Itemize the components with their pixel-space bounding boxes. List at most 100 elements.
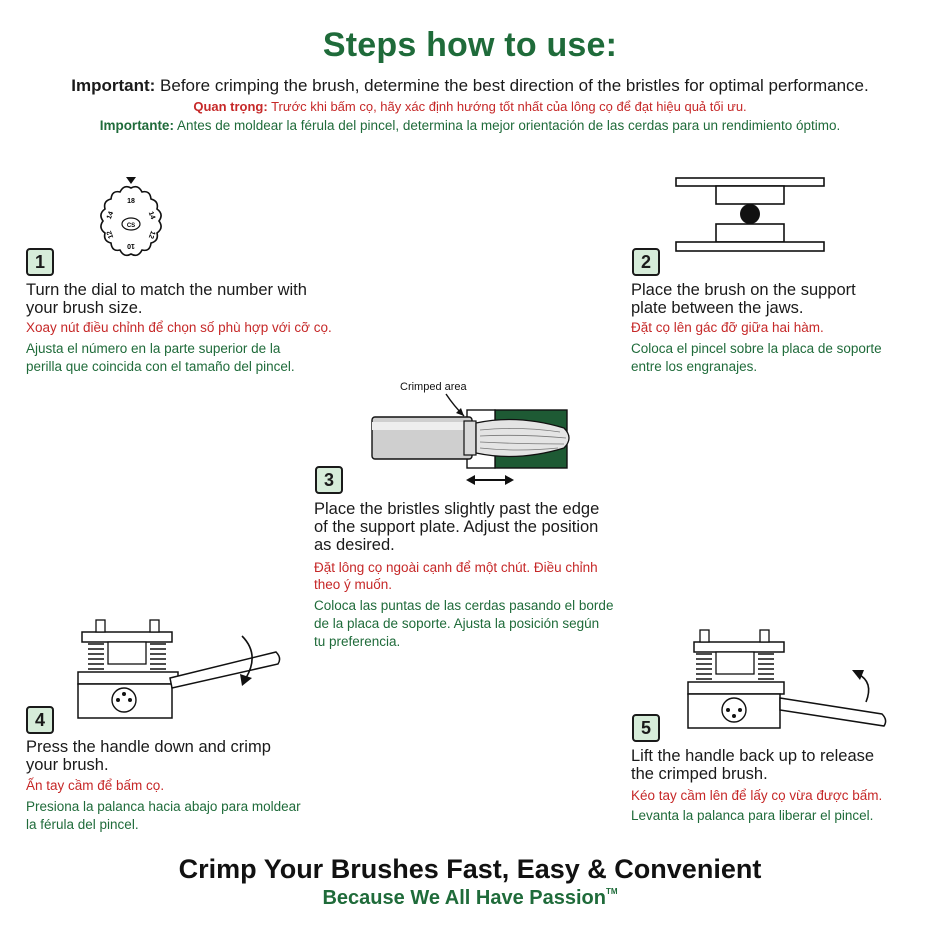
lower-jaw-block [715, 223, 785, 243]
pivot-plate-icon [721, 697, 747, 723]
step-4-es-line1: Presiona la palanca hacia abajo para mol… [26, 799, 301, 814]
ferrule-highlight [372, 422, 472, 430]
pivot-plate-icon [111, 687, 137, 713]
step-5-en-line2: the crimped brush. [631, 765, 768, 783]
important-text-vi: Trước khi bấm cọ, hãy xác định hướng tốt… [267, 99, 747, 114]
step-1-es-line1: Ajusta el número en la parte superior de… [26, 341, 281, 356]
crimper-base-plate [77, 671, 179, 685]
dial-logo-text: CS [127, 223, 135, 229]
dial-number-top: 18 [127, 198, 135, 205]
step-3-text: Place the bristles slightly past the edg… [314, 500, 674, 651]
adjust-arrow-left-icon [466, 475, 475, 485]
important-label-es: Importante: [99, 118, 174, 133]
crimper-handle [169, 651, 281, 689]
dial-number-left-lower: 12 [106, 230, 115, 240]
bolt-left-icon [95, 619, 106, 633]
bolt-left-icon [699, 629, 710, 643]
step-2-text: Place the brush on the support plate bet… [631, 281, 931, 376]
callout-arrowhead-icon [456, 408, 464, 416]
jaws-illustration [675, 177, 825, 252]
step-3-en-line2: of the support plate. Adjust the positio… [314, 518, 599, 536]
footer-tagline: Because We All Have Passion [322, 887, 606, 909]
press-down-arrow [241, 635, 253, 679]
step-1-vi-line1: Xoay nút điều chỉnh để chọn số phù hợp v… [26, 320, 332, 335]
step-1-badge: 1 [26, 248, 54, 276]
step-1-text: Turn the dial to match the number with y… [26, 281, 386, 376]
step-4-text: Press the handle down and crimp your bru… [26, 738, 356, 834]
step-5-vi-line1: Kéo tay cầm lên để lấy cọ vừa được bấm. [631, 788, 883, 803]
step-3-es-line2: de la placa de soporte. Ajusta la posici… [314, 616, 600, 631]
important-label-vi: Quan trọng: [193, 99, 268, 114]
pivot-hole-right [128, 698, 132, 702]
upper-jaw-plate [675, 177, 825, 187]
step-1-es-line2: perilla que coincida con el tamaño del p… [26, 359, 295, 374]
step-3-en-line3: as desired. [314, 536, 395, 554]
spring-right [758, 653, 774, 680]
important-note-vi: Quan trọng: Trước khi bấm cọ, hãy xác đị… [0, 99, 940, 114]
step-4-en-line2: your brush. [26, 756, 109, 774]
step-5-text: Lift the handle back up to release the c… [631, 747, 931, 825]
crimped-area-callout: Crimped area [400, 381, 468, 393]
footer-headline: Crimp Your Brushes Fast, Easy & Convenie… [178, 854, 762, 884]
crimper-handle [779, 697, 887, 727]
step-3-es-line1: Coloca las puntas de las cerdas pasando … [314, 598, 614, 613]
brush-position-illustration: Crimped area [371, 381, 570, 485]
dial-pointer-icon [126, 177, 136, 184]
crimper-top-bar [693, 641, 785, 653]
step-2-en-line2: plate between the jaws. [631, 299, 804, 317]
spring-left [696, 653, 712, 680]
ferrule-collar [463, 420, 477, 456]
step-3-vi-line2: theo ý muốn. [314, 577, 393, 592]
dial-number-bottom: 10 [127, 242, 135, 249]
step-3-badge: 3 [315, 466, 343, 494]
bolt-right-icon [149, 619, 160, 633]
important-text-en: Before crimping the brush, determine the… [155, 76, 869, 95]
step-4-en-line1: Press the handle down and crimp [26, 738, 271, 756]
brush-handle-cross-section-icon [740, 204, 760, 224]
pivot-hole-top [122, 692, 126, 696]
lift-handle-illustration [687, 629, 887, 729]
step-4-badge: 4 [26, 706, 54, 734]
support-plate [675, 241, 825, 252]
step-1-en-line2: your brush size. [26, 299, 143, 317]
dial-number-right-lower: 12 [147, 230, 156, 240]
brush-bristles [475, 418, 570, 458]
step-1-en-line1: Turn the dial to match the number with [26, 281, 307, 299]
important-note-es: Importante: Antes de moldear la férula d… [0, 118, 940, 133]
step-5-en-line1: Lift the handle back up to release [631, 747, 875, 765]
step-2-es-line2: entre los engranajes. [631, 359, 758, 374]
pivot-hole-bottom [732, 714, 736, 718]
step-5-badge: 5 [632, 714, 660, 742]
bolt-right-icon [759, 629, 770, 643]
crimper-base-plate [687, 681, 785, 695]
crimper-top-bar [81, 631, 173, 643]
step-2-es-line1: Coloca el pincel sobre la placa de sopor… [631, 341, 882, 356]
page-title: Steps how to use: [322, 26, 618, 64]
crimp-head [107, 641, 147, 665]
press-handle-illustration [77, 619, 281, 719]
footer-tagline-wrap: Because We All Have PassionTM [0, 887, 940, 910]
step-3-vi-line1: Đặt lông cọ ngoài cạnh để một chút. Điều… [314, 560, 598, 575]
pivot-hole-left [726, 708, 730, 712]
dial-number-right-upper: 14 [147, 211, 156, 221]
dial-illustration: 18 14 14 12 12 10 CS [100, 177, 162, 257]
step-4-vi-line1: Ấn tay cầm để bấm cọ. [26, 778, 165, 793]
upper-jaw-block [715, 185, 785, 205]
step-3-es-line3: tu preferencia. [314, 634, 401, 649]
pivot-hole-left [116, 698, 120, 702]
trademark-mark: TM [605, 887, 618, 896]
spring-left [88, 643, 104, 670]
dial-logo-icon [121, 217, 141, 231]
lift-up-arrowhead-icon [852, 670, 864, 680]
dial-number-left-upper: 14 [106, 211, 115, 221]
important-note-en: Important: Before crimping the brush, de… [0, 76, 940, 96]
crimp-head [715, 651, 755, 675]
bristle-lines [479, 428, 567, 451]
step-5-es-line1: Levanta la palanca para liberar el pince… [631, 808, 874, 823]
step-2-en-line1: Place the brush on the support [631, 281, 856, 299]
important-label-en: Important: [71, 76, 156, 95]
step-4-es-line2: la férula del pincel. [26, 817, 139, 832]
adjust-arrow-right-icon [505, 475, 514, 485]
step-3-en-line1: Place the bristles slightly past the edg… [314, 500, 600, 518]
step-2-vi-line1: Đặt cọ lên gác đỡ giữa hai hàm. [631, 320, 824, 335]
